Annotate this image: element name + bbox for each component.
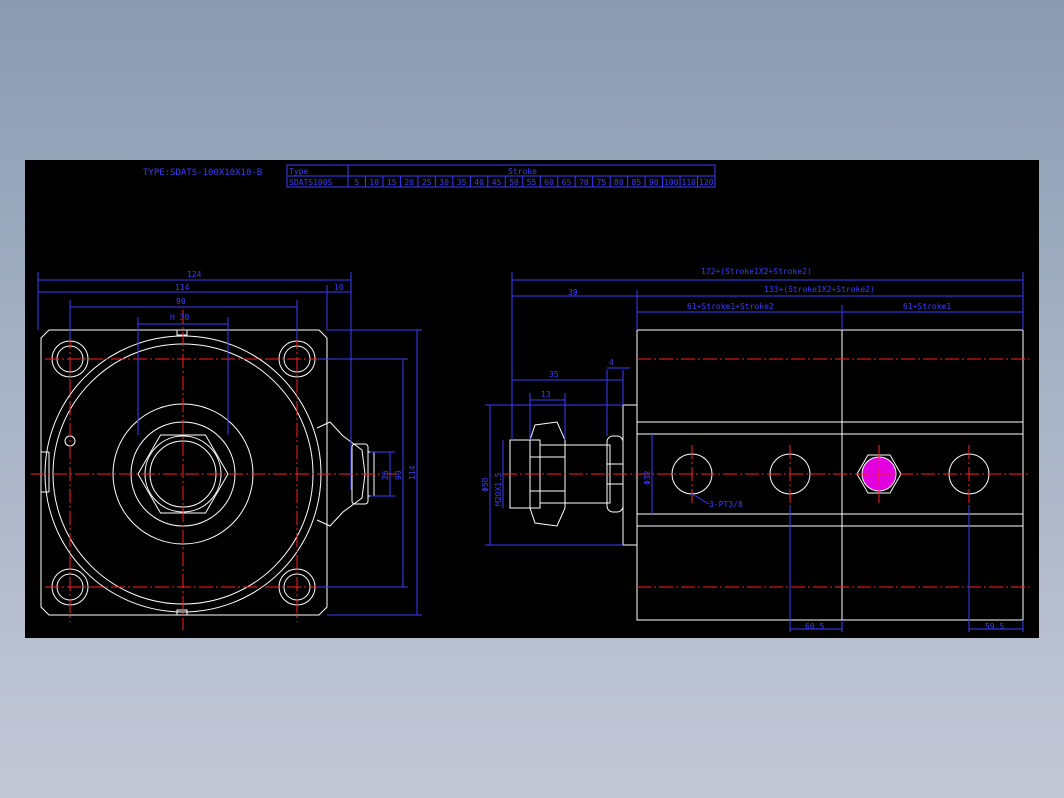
stroke-cell: 90 [649,178,659,187]
dim-mounting: 114 [175,283,190,292]
front-view: 124 114 10 90 H 30 114 90 26 [31,270,422,630]
stroke-cell: 75 [597,178,607,187]
dim-thread: M20X1.5 [494,472,503,506]
stroke-cell: 60 [544,178,554,187]
dim-height-vertical: 114 [408,465,417,480]
dim-body: 133+(Stroke1X2+Stroke2) [764,285,875,294]
stroke-cell: 20 [404,178,414,187]
stroke-cell: 45 [492,178,502,187]
stroke-table [286,164,716,188]
stroke-cell: 25 [422,178,432,187]
stroke-cell: 10 [369,178,379,187]
stroke-cell: 80 [614,178,624,187]
stroke-cell: 50 [509,178,519,187]
dim-total: 172+(Stroke1X2+Stroke2) [701,267,812,276]
dim-hex: H 30 [170,313,189,322]
dim-rod: 39 [568,288,578,297]
table-stroke-header: Stroke [508,167,537,176]
dim-port-label: 3-PT3/8 [709,500,743,509]
stroke-cell: 5 [354,178,359,187]
drawing-sheet: TYPE:SDATS-100X10X10-B Type Stroke SDATS… [25,160,1039,638]
dim-dia-outer: Φ50 [481,477,490,492]
dim-nut: 13 [541,390,551,399]
dim-bottom-right: 59.5 [985,622,1004,631]
stroke-cell: 35 [457,178,467,187]
cad-drawing: TYPE:SDATS-100X10X10-B Type Stroke SDATS… [31,164,1029,632]
stroke-cell: 100 [664,178,679,187]
dim-pitch-vertical: 90 [394,470,403,480]
dim-sec2: 61+Stroke1 [903,302,951,311]
stroke-cell: 110 [682,178,697,187]
stroke-cell: 40 [474,178,484,187]
dim-rod-ext: 35 [549,370,559,379]
stroke-cell: 70 [579,178,589,187]
dim-port-vertical: 26 [381,470,390,480]
dim-overall-width: 124 [187,270,202,279]
dim-thin: 4 [609,358,614,367]
stroke-cell: 30 [439,178,449,187]
table-type-value: SDATS100S [289,178,333,187]
table-type-header: Type [289,167,308,176]
dim-rod-dia: Φ32 [643,470,652,485]
stroke-cell: 65 [562,178,572,187]
dim-port: 10 [334,283,344,292]
stroke-cell: 15 [387,178,397,187]
dim-bottom-left: 60.5 [805,622,824,631]
stroke-cell: 55 [527,178,537,187]
stroke-cell: 85 [632,178,642,187]
title-line: TYPE:SDATS-100X10X10-B [143,168,262,178]
side-view: 172+(Stroke1X2+Stroke2) 133+(Stroke1X2+S… [481,267,1029,632]
stroke-cell: 120 [699,178,714,187]
dim-sec1: 61+Stroke1+Stroke2 [687,302,774,311]
dim-bore-spacing: 90 [176,297,186,306]
